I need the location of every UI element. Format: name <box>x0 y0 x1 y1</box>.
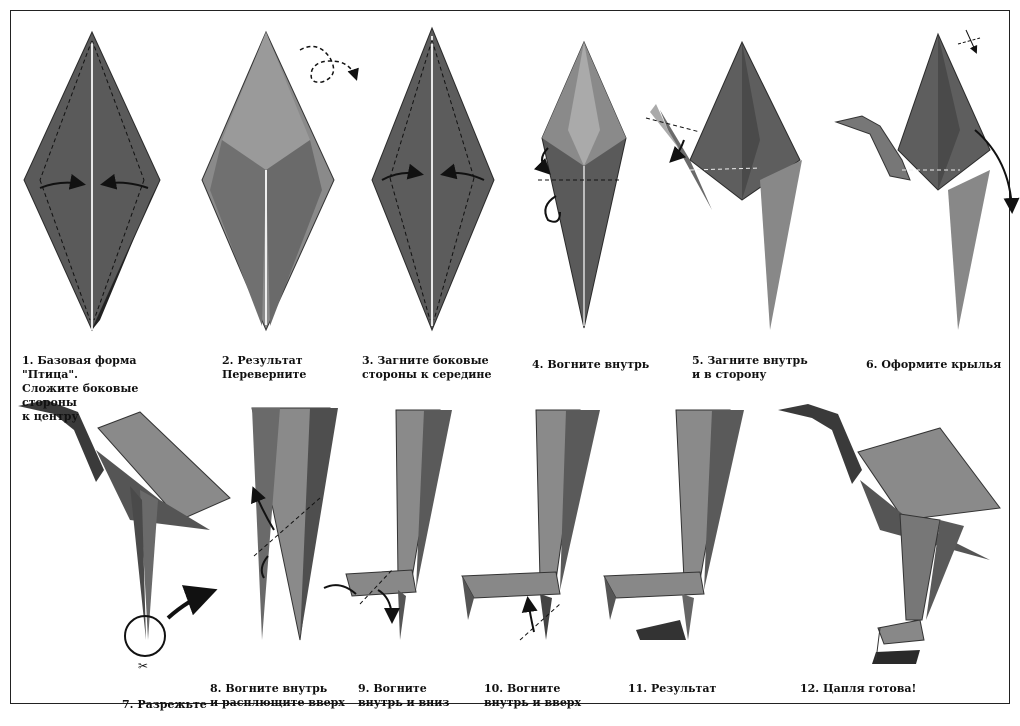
caption-step-1: 1. Базовая форма "Птица".Сложите боковые… <box>22 340 192 438</box>
step-6-figure <box>836 30 1012 330</box>
step-5-figure <box>646 42 802 330</box>
step-8-figure <box>252 408 338 640</box>
step-1-figure <box>24 32 160 330</box>
step-9-figure <box>324 410 452 640</box>
step-7-figure: ✂ <box>18 400 230 673</box>
caption-step-7: 7. Разрежьте <box>122 684 212 726</box>
step-12-figure <box>778 404 1000 664</box>
step-10-figure <box>462 410 600 640</box>
caption-step-12: 12. Цапля готова! <box>800 668 950 710</box>
caption-step-11: 11. Результат <box>628 668 738 710</box>
step-4-figure <box>538 42 626 328</box>
step-2-figure <box>202 32 356 330</box>
svg-text:✂: ✂ <box>138 659 148 673</box>
caption-step-6: 6. Оформите крылья <box>866 344 1006 386</box>
step-11-figure <box>604 410 744 640</box>
step-3-figure <box>372 28 494 330</box>
caption-step-4: 4. Вогните внутрь <box>532 344 662 386</box>
